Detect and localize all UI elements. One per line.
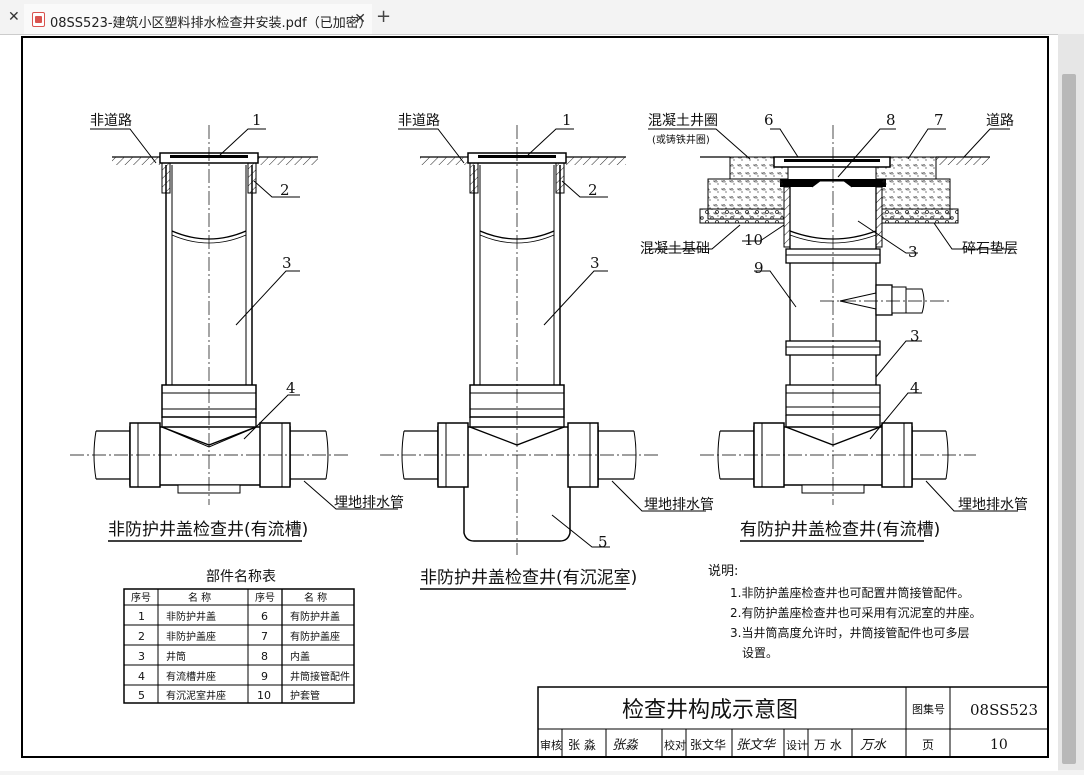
tab-title: 08SS523-建筑小区塑料排水检查井安装.pdf（已加密） <box>50 16 372 31</box>
parts-cell: 非防护井盖 <box>166 610 216 623</box>
parts-cell: 3 <box>138 650 145 663</box>
drawing-title: 检查井构成示意图 <box>622 698 798 723</box>
checker-signature: 张文华 <box>736 737 777 753</box>
figure-2: 非道路 1 2 3 5 埋地排水管 非防护井盖检查井(有沉泥室) <box>380 111 714 590</box>
parts-header-name-2: 名 称 <box>304 591 327 604</box>
reviewer-label: 审核 <box>540 738 562 752</box>
fig1-caption: 非防护井盖检查井(有流槽) <box>108 520 308 540</box>
new-tab-icon[interactable]: + <box>376 6 392 27</box>
tab-bar: ✕ 08SS523-建筑小区塑料排水检查井安装.pdf（已加密） ✕ + <box>0 0 1084 36</box>
parts-cell: 1 <box>138 610 145 623</box>
parts-cell: 7 <box>261 630 268 643</box>
fig1-callout-1: 1 <box>252 111 262 129</box>
fig3-caption: 有防护井盖检查井(有流槽) <box>740 520 940 540</box>
fig2-pipe-label: 埋地排水管 <box>644 497 714 513</box>
designer-label: 设计 <box>786 739 808 752</box>
fig1-callout-3: 3 <box>282 254 292 272</box>
note-line: 3.当井筒高度允许时，井筒接管配件也可多层 <box>730 625 969 640</box>
parts-header-no-2: 序号 <box>255 591 275 604</box>
parts-cell: 10 <box>257 689 271 702</box>
fig3-pipe-label: 埋地排水管 <box>958 497 1028 513</box>
reviewer-signature: 张淼 <box>612 738 639 753</box>
designer-signature: 万水 <box>860 738 887 753</box>
note-line: 设置。 <box>742 646 778 660</box>
fig2-callout-3: 3 <box>590 254 600 272</box>
parts-table: 部件名称表 序号 名 称 序号 名 称 1 非防护井盖 6 有防护井盖 2 非防… <box>123 569 355 704</box>
checker-label: 校对 <box>664 738 686 752</box>
reviewer-name: 张 淼 <box>568 737 596 752</box>
drawing-canvas: 非道路 1 2 3 4 埋地排水管 非防护井盖检查井(有流槽) <box>21 36 1049 758</box>
parts-cell: 井筒接管配件 <box>290 670 350 683</box>
notes-heading: 说明: <box>708 564 738 579</box>
fig3-callout-4: 4 <box>910 379 920 397</box>
parts-cell: 有流槽井座 <box>166 670 216 683</box>
drawing-frame <box>21 36 1049 758</box>
fig2-callout-2: 2 <box>588 181 598 199</box>
page-number: 10 <box>990 737 1008 753</box>
document-tab[interactable]: 08SS523-建筑小区塑料排水检查井安装.pdf（已加密） ✕ <box>24 4 372 36</box>
pdf-page: 非道路 1 2 3 4 埋地排水管 非防护井盖检查井(有流槽) <box>0 34 1058 771</box>
checker-name: 张文华 <box>690 737 726 752</box>
pdf-icon <box>32 12 45 27</box>
scrollbar-thumb[interactable] <box>1062 74 1076 764</box>
notes: 说明: 1.非防护盖座检查井也可配置井筒接管配件。 2.有防护盖座检查井也可采用… <box>708 564 981 660</box>
parts-cell: 护套管 <box>290 689 320 702</box>
parts-cell: 有防护盖座 <box>290 630 340 643</box>
note-line: 2.有防护盖座检查井也可采用有沉泥室的井座。 <box>730 605 981 620</box>
parts-cell: 4 <box>138 670 145 683</box>
parts-cell: 9 <box>261 670 268 683</box>
designer-name: 万 水 <box>814 738 842 752</box>
fig3-callout-concrete-base: 混凝土基础 <box>640 240 710 257</box>
atlas-number: 08SS523 <box>970 701 1038 719</box>
page-label: 页 <box>922 738 934 752</box>
fig3-callout-3-upper: 3 <box>908 243 918 261</box>
parts-header-no-1: 序号 <box>131 591 151 604</box>
fig1-callout-2: 2 <box>280 181 290 199</box>
parts-header-name-1: 名 称 <box>188 591 211 604</box>
fig3-callout-gravel: 碎石垫层 <box>962 241 1018 257</box>
parts-cell: 内盖 <box>290 650 310 663</box>
fig3-callout-6: 6 <box>764 111 774 129</box>
parts-cell: 非防护盖座 <box>166 630 216 643</box>
parts-cell: 5 <box>138 689 145 702</box>
parts-cell: 2 <box>138 630 145 643</box>
fig2-caption: 非防护井盖检查井(有沉泥室) <box>420 568 637 588</box>
figure-3: 混凝土井圈 (或铸铁井圈) 6 8 7 道路 混凝土基础 10 3 碎石垫层 9… <box>640 111 1028 542</box>
fig3-callout-3-lower: 3 <box>910 327 920 345</box>
tab-close-icon[interactable]: ✕ <box>354 11 366 27</box>
figure-1: 非道路 1 2 3 4 埋地排水管 非防护井盖检查井(有流槽) <box>70 111 404 542</box>
fig2-callout-5: 5 <box>598 533 608 551</box>
fig3-callout-road: 道路 <box>986 113 1014 129</box>
fig1-callout-4: 4 <box>286 379 296 397</box>
fig2-callout-nonroad: 非道路 <box>398 113 440 129</box>
fig1-callout-nonroad: 非道路 <box>90 113 132 129</box>
parts-cell: 有沉泥室井座 <box>166 689 226 702</box>
fig3-callout-8: 8 <box>886 111 896 129</box>
atlas-label: 图集号 <box>912 702 945 716</box>
note-line: 1.非防护盖座检查井也可配置井筒接管配件。 <box>730 585 969 600</box>
fig3-callout-9: 9 <box>754 259 764 277</box>
parts-table-title: 部件名称表 <box>206 569 276 585</box>
parts-cell: 8 <box>261 650 268 663</box>
title-block: 检查井构成示意图 图集号 08SS523 审核 张 淼 张淼 校对 张文华 张文… <box>537 686 1049 758</box>
fig2-callout-1: 1 <box>562 111 572 129</box>
fig3-callout-10: 10 <box>744 231 763 249</box>
vertical-scrollbar[interactable] <box>1058 34 1084 770</box>
fig3-callout-7: 7 <box>934 111 944 129</box>
fig3-callout-concrete-ring: 混凝土井圈 <box>648 113 718 129</box>
fig3-callout-cast-iron-ring: (或铸铁井圈) <box>652 133 710 146</box>
close-icon[interactable]: ✕ <box>8 9 20 25</box>
parts-cell: 井筒 <box>166 650 186 663</box>
fig1-pipe-label: 埋地排水管 <box>334 495 404 511</box>
parts-cell: 6 <box>261 610 268 623</box>
parts-cell: 有防护井盖 <box>290 610 340 623</box>
